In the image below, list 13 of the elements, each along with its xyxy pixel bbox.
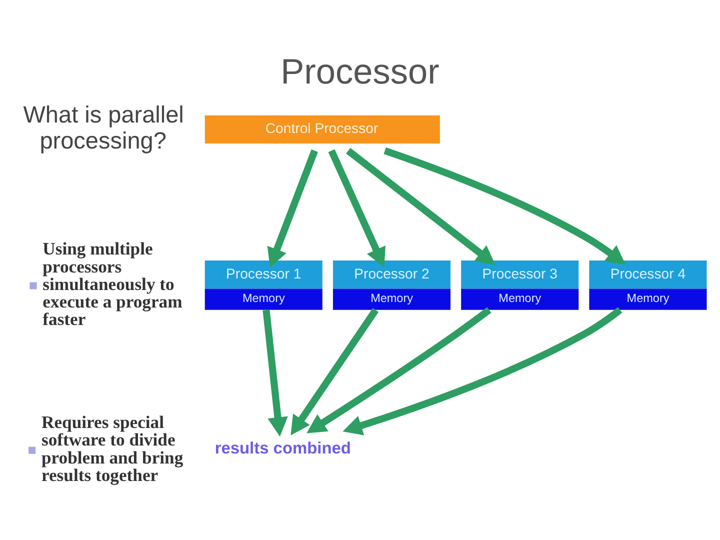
label: What is parallel processing?: [23, 100, 184, 153]
arrow: [262, 309, 288, 436]
arrow: [306, 306, 492, 433]
arrow: [267, 148, 318, 268]
node-box: Control Processor: [204, 114, 440, 144]
label: Using multiple processors simultaneously to execute a program faster: [42, 238, 182, 329]
arrow: [342, 306, 622, 435]
arrow: [290, 308, 379, 435]
diagram-title: Processor: [280, 52, 440, 92]
arrow: [346, 147, 496, 265]
label: Requires special software to divide problem and bring results together: [41, 412, 184, 484]
node-text: results combined: [214, 439, 351, 458]
arrow: [328, 148, 386, 267]
